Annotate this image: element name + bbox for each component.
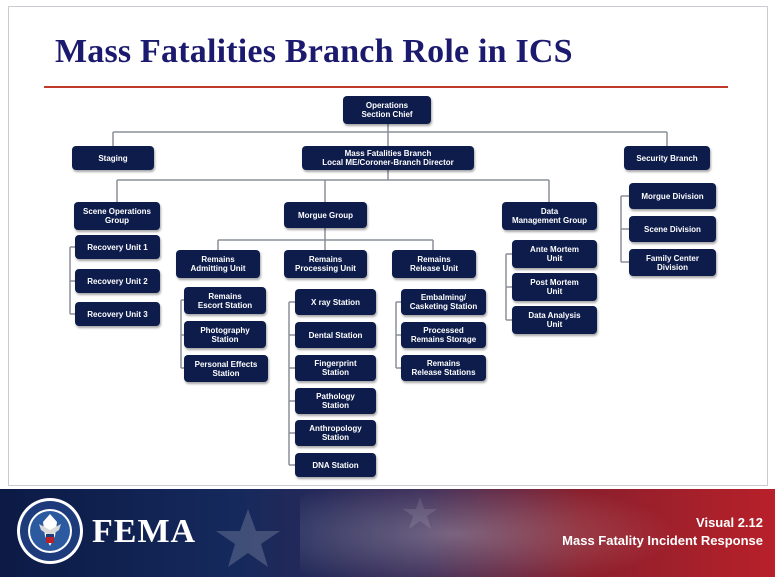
dna-station-box: DNA Station: [295, 453, 376, 477]
embalming-casketing-station-box: Embalming/ Casketing Station: [401, 289, 486, 315]
recovery-unit-1-box: Recovery Unit 1: [75, 235, 160, 259]
dhs-seal-icon: [17, 498, 83, 564]
security-branch-box: Security Branch: [624, 146, 710, 170]
operations-section-chief-box: Operations Section Chief: [343, 96, 431, 124]
processed-remains-storage-box: Processed Remains Storage: [401, 322, 486, 348]
course-title: Mass Fatality Incident Response: [562, 533, 763, 548]
remains-processing-unit-box: Remains Processing Unit: [284, 250, 367, 278]
remains-release-stations-box: Remains Release Stations: [401, 355, 486, 381]
pathology-station-box: Pathology Station: [295, 388, 376, 414]
scene-division-box: Scene Division: [629, 216, 716, 242]
visual-number: Visual 2.12: [696, 515, 763, 530]
title-rule: [44, 86, 728, 88]
recovery-unit-3-box: Recovery Unit 3: [75, 302, 160, 326]
fema-footer-banner: FEMA Visual 2.12 Mass Fatality Incident …: [0, 489, 775, 577]
dental-station-box: Dental Station: [295, 322, 376, 348]
fingerprint-station-box: Fingerprint Station: [295, 355, 376, 381]
x-ray-station-box: X ray Station: [295, 289, 376, 315]
fema-wordmark: FEMA: [92, 513, 197, 550]
data-management-group-box: Data Management Group: [502, 202, 597, 230]
footer-star-decoration: [216, 497, 437, 567]
photography-station-box: Photography Station: [184, 321, 266, 348]
recovery-unit-2-box: Recovery Unit 2: [75, 269, 160, 293]
post-mortem-unit-box: Post Mortem Unit: [512, 273, 597, 301]
org-chart-connectors: [69, 124, 668, 466]
morgue-group-box: Morgue Group: [284, 202, 367, 228]
personal-effects-station-box: Personal Effects Station: [184, 355, 268, 382]
anthropology-station-box: Anthropology Station: [295, 420, 376, 446]
remains-release-unit-box: Remains Release Unit: [392, 250, 476, 278]
footer-glow: [300, 489, 680, 577]
ante-mortem-unit-box: Ante Mortem Unit: [512, 240, 597, 268]
data-analysis-unit-box: Data Analysis Unit: [512, 306, 597, 334]
remains-escort-station-box: Remains Escort Station: [184, 287, 266, 314]
scene-operations-group-box: Scene Operations Group: [74, 202, 160, 230]
morgue-division-box: Morgue Division: [629, 183, 716, 209]
slide-title: Mass Fatalities Branch Role in ICS: [55, 33, 573, 70]
staging-box: Staging: [72, 146, 154, 170]
family-center-division-box: Family Center Division: [629, 249, 716, 276]
remains-admitting-unit-box: Remains Admitting Unit: [176, 250, 260, 278]
mass-fatalities-branch-box: Mass Fatalities Branch Local ME/Coroner-…: [302, 146, 474, 170]
